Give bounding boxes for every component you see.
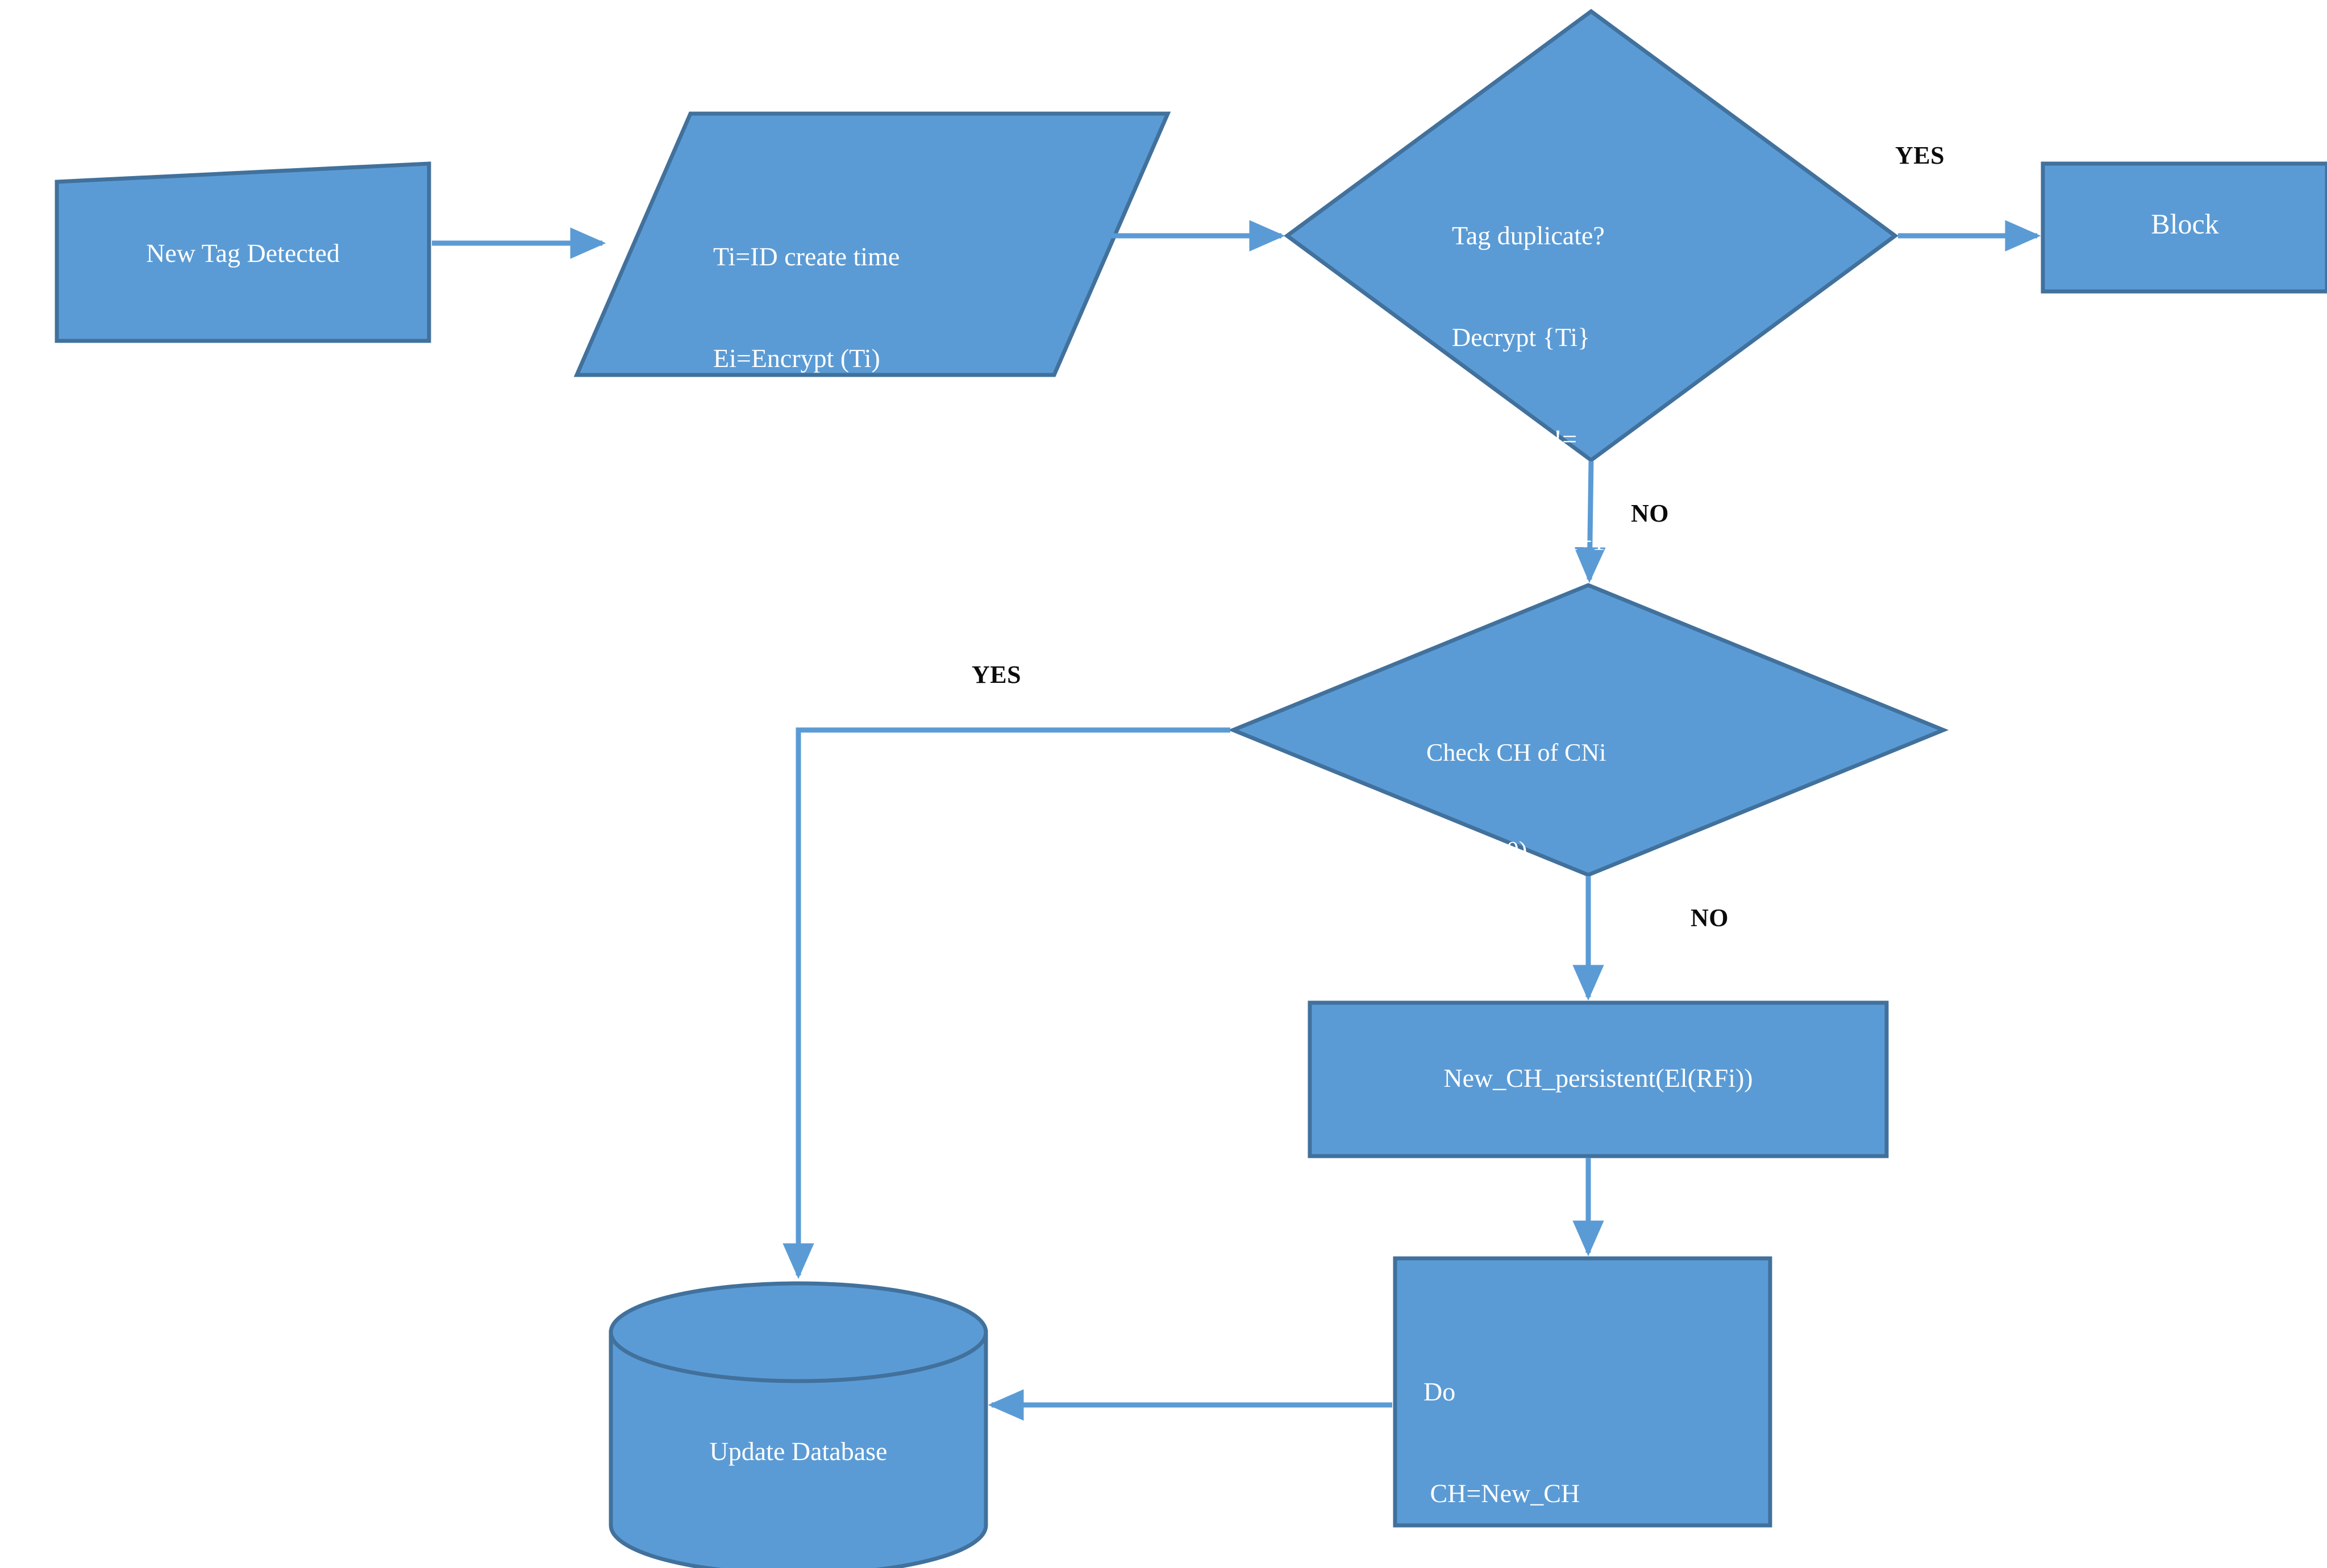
edge-label-yes-to-database: YES (972, 661, 1022, 689)
shape-do-while-loop[interactable] (1393, 1256, 1772, 1528)
shape-block[interactable] (2041, 161, 2327, 294)
shape-new-ch-persistent[interactable] (1308, 1000, 1889, 1158)
shape-new-tag-detected[interactable] (55, 161, 431, 343)
edge-label-no-to-check: NO (1631, 499, 1669, 527)
edge-label-no-to-newch: NO (1691, 904, 1729, 932)
edge-label-yes-block: YES (1895, 141, 1945, 169)
edge-check-to-database-yes (782, 727, 1230, 1279)
edge-duplicate-to-check (1574, 461, 1606, 583)
shape-update-database[interactable] (609, 1281, 988, 1568)
shape-create-record[interactable] (573, 111, 1171, 377)
shape-tag-duplicate-decision[interactable] (1284, 9, 1899, 463)
shape-check-ch-decision[interactable] (1227, 583, 1949, 877)
